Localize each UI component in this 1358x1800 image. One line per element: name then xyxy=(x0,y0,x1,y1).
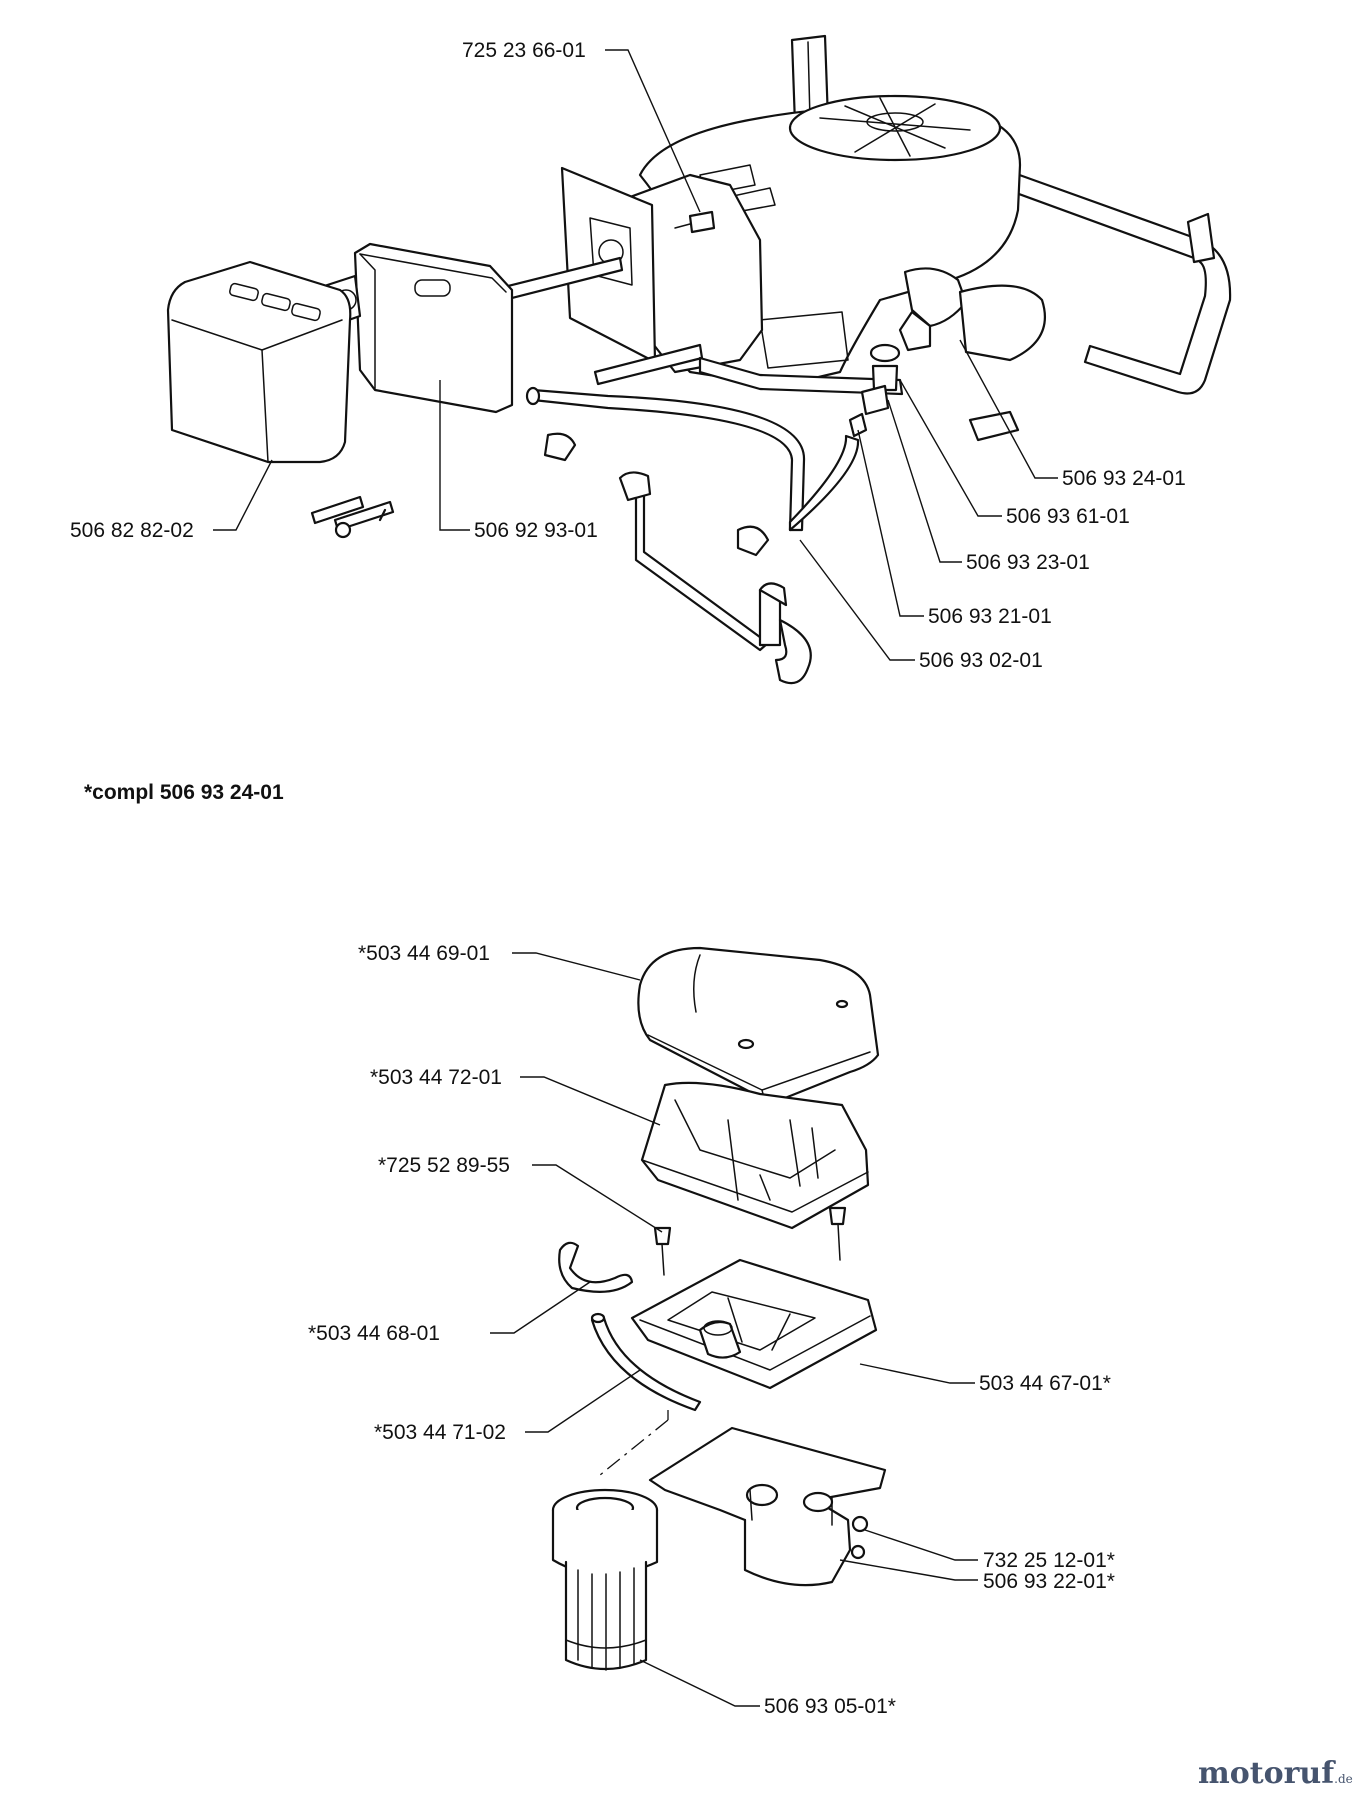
watermark-text: motoruf xyxy=(1198,1756,1336,1791)
part-label: 506 82 82-02 xyxy=(70,519,194,542)
watermark-logo: motoruf.de xyxy=(1198,1756,1353,1791)
part-label: 506 92 93-01 xyxy=(474,519,598,542)
svg-text:motoruf.de: motoruf.de xyxy=(1198,1756,1353,1791)
part-label: 506 93 05-01* xyxy=(764,1695,896,1718)
part-label: 506 93 23-01 xyxy=(966,551,1090,574)
part-label: 503 44 67-01* xyxy=(979,1372,1111,1395)
part-label: 506 93 22-01* xyxy=(983,1570,1115,1593)
part-label: *503 44 71-02 xyxy=(374,1421,506,1444)
part-label: 506 93 02-01 xyxy=(919,649,1043,672)
air-filter-assembly-drawing xyxy=(551,946,887,1671)
part-number-labels: 725 23 66-01 506 82 82-02 506 92 93-01 5… xyxy=(70,39,1186,1718)
complete-assembly-note: *compl 506 93 24-01 xyxy=(84,781,284,804)
part-label: *503 44 69-01 xyxy=(358,942,490,965)
part-label: 725 23 66-01 xyxy=(462,39,586,62)
part-label: *503 44 68-01 xyxy=(308,1322,440,1345)
part-label: 506 93 24-01 xyxy=(1062,467,1186,490)
part-label: *725 52 89-55 xyxy=(378,1154,510,1177)
part-label: 506 93 21-01 xyxy=(928,605,1052,628)
watermark-domain: .de xyxy=(1334,1772,1353,1786)
leader-lines xyxy=(213,49,1058,1707)
part-label: 732 25 12-01* xyxy=(983,1549,1115,1572)
part-label: *503 44 72-01 xyxy=(370,1066,502,1089)
engine-assembly-drawing xyxy=(166,34,1232,685)
part-label: 506 93 61-01 xyxy=(1006,505,1130,528)
